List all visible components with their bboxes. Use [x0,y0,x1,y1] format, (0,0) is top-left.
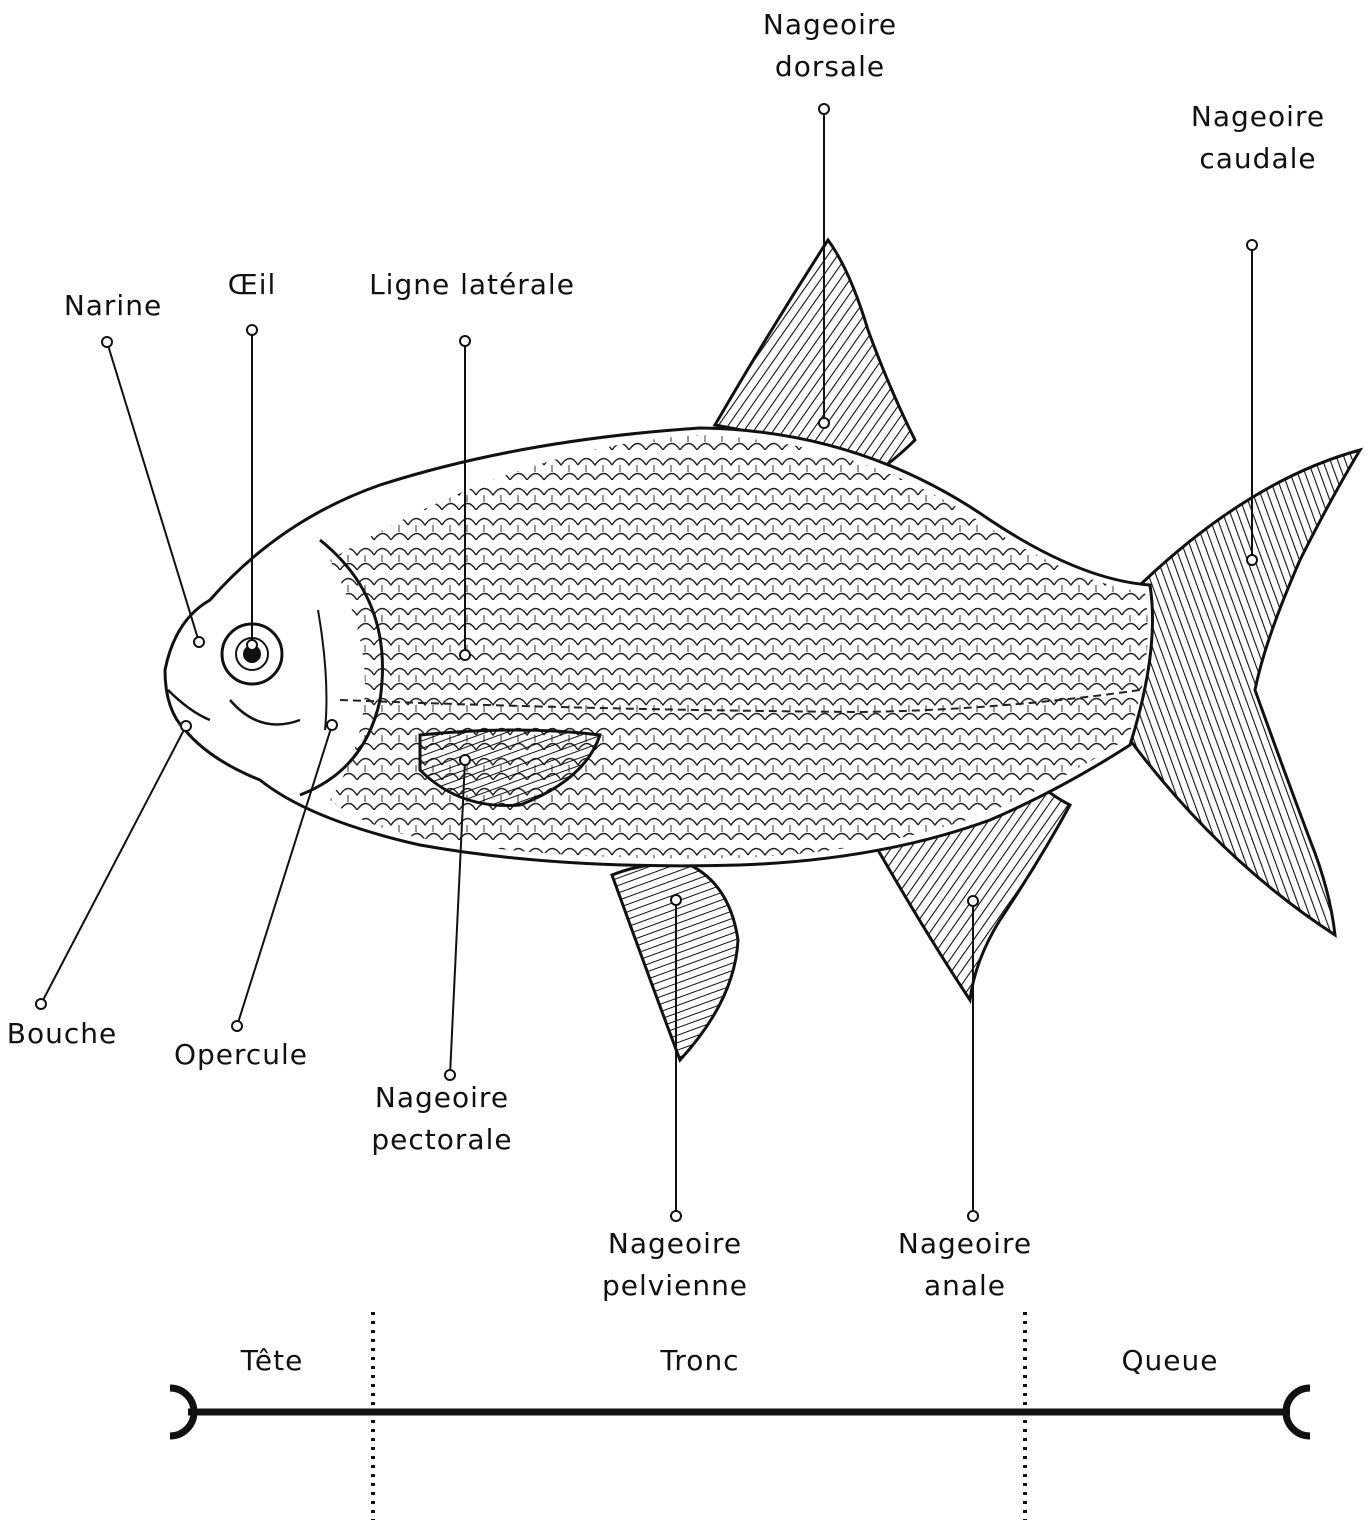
segment-queue: Queue [1122,1344,1219,1377]
segment-tete: Tête [241,1344,304,1377]
label-opercule: Opercule [174,1034,308,1076]
leader-bouche [41,726,186,1004]
label-line: Nageoire [602,1223,748,1265]
label-line: Nageoire [763,4,897,46]
label-line: pectorale [371,1119,512,1161]
label-line: caudale [1191,138,1325,180]
segment-tronc: Tronc [660,1344,739,1377]
caudal-fin [1130,450,1360,935]
label-line: Nageoire [371,1077,512,1119]
label-nageoire-caudale: Nageoire caudale [1191,96,1325,180]
label-nageoire-pectorale: Nageoire pectorale [371,1077,512,1161]
label-oeil: Œil [228,264,277,306]
label-bouche: Bouche [7,1013,117,1055]
label-narine: Narine [64,285,162,327]
label-line: pelvienne [602,1265,748,1307]
label-line: Nageoire [1191,96,1325,138]
label-line: anale [898,1265,1032,1307]
label-line: dorsale [763,46,897,88]
label-ligne-laterale: Ligne latérale [369,264,575,306]
label-nageoire-anale: Nageoire anale [898,1223,1032,1307]
label-nageoire-dorsale: Nageoire dorsale [763,4,897,88]
label-nageoire-pelvienne: Nageoire pelvienne [602,1223,748,1307]
label-line: Nageoire [898,1223,1032,1265]
leader-narine [107,342,199,642]
